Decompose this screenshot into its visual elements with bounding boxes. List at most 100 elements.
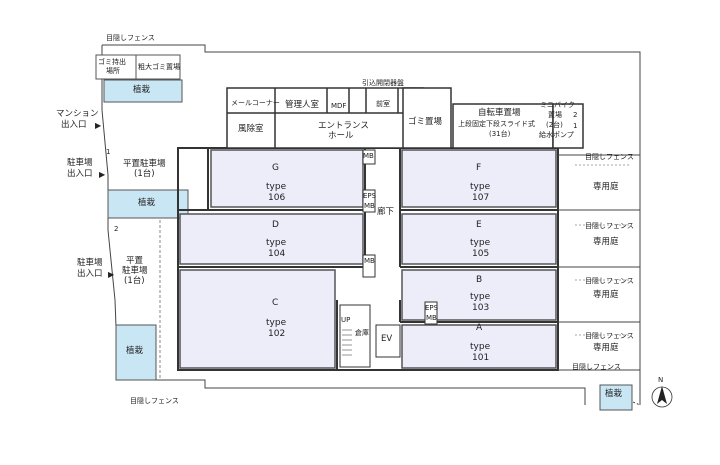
large-garbage-label: 粗大ゴミ置場 xyxy=(138,63,180,71)
planting-label-bottom: 植栽 xyxy=(126,346,144,356)
parking-flat-label-1: 平置駐車場 xyxy=(123,159,166,169)
unit-f-number: 107 xyxy=(472,193,490,203)
mansion-entrance-arrow-icon: ▶ xyxy=(95,121,102,130)
parking-number-1: 1 xyxy=(106,148,111,156)
elevator-label: EV xyxy=(381,334,393,344)
fence-label-garden-2: 目隠しフェンス xyxy=(585,222,634,230)
minibike-label-3: (2台) xyxy=(546,121,563,129)
unit-g-number: 106 xyxy=(268,193,286,203)
fence-label-garden-1: 目隠しフェンス xyxy=(585,153,634,161)
unit-e-type: type xyxy=(470,238,491,248)
storage-label: 倉庫 xyxy=(355,329,369,337)
unit-a-letter: A xyxy=(476,323,483,333)
parking-entrance-arrow-icon: ▶ xyxy=(99,170,106,179)
unit-a-number: 101 xyxy=(472,353,490,363)
planting-area-mid xyxy=(107,189,189,219)
entrance-hall-label-1: エントランス xyxy=(318,121,369,131)
planting-area-top xyxy=(103,79,183,103)
common-block xyxy=(226,87,584,149)
private-garden-label-2: 専用庭 xyxy=(593,237,619,247)
private-garden-label-4: 専用庭 xyxy=(593,343,619,353)
unit-c-number: 102 xyxy=(268,329,286,339)
mb-label-top: MB xyxy=(363,152,374,160)
parking2-entrance-label-2: 出入口 xyxy=(77,269,103,279)
entrance-hall-label-2: ホール xyxy=(328,131,354,141)
private-garden-label-3: 専用庭 xyxy=(593,290,619,300)
unit-b-number: 103 xyxy=(472,303,490,313)
large-garbage-box xyxy=(135,54,181,80)
corridor-label: 廊下 xyxy=(377,207,395,217)
parking2-label-1: 平置 xyxy=(126,256,144,266)
front-room-label: 前室 xyxy=(376,100,390,108)
minibike-label-1: ミニバイク xyxy=(540,101,575,109)
parking2-entrance-label-1: 駐車場 xyxy=(77,258,103,268)
garbage-room-label: ゴミ置場 xyxy=(408,117,443,127)
parking-entrance-label-1: 駐車場 xyxy=(67,158,93,168)
bicycle-label-1: 自転車置場 xyxy=(478,108,521,118)
unit-b-letter: B xyxy=(476,275,483,285)
fence-label-garden-4: 目隠しフェンス xyxy=(585,332,634,340)
planting-area-bottom xyxy=(115,324,157,381)
garbage-room xyxy=(402,87,452,149)
fence-label-bottom-right: 目隠しフェンス xyxy=(572,363,621,371)
parking-number-2: 2 xyxy=(114,225,119,233)
planting-label-mid: 植栽 xyxy=(138,198,156,208)
mansion-entrance-label-1: マンション xyxy=(56,109,99,119)
bicycle-label-2: 上段固定下段スライド式 xyxy=(458,120,535,128)
bicycle-label-3: (31台) xyxy=(489,130,511,138)
unit-e-number: 105 xyxy=(472,249,490,259)
garden-fences xyxy=(575,164,630,336)
mail-corner-label: メールコーナー xyxy=(231,99,280,107)
parking-flat-label-2: (1台) xyxy=(134,169,155,179)
unit-d-type: type xyxy=(266,238,287,248)
stair-up-label: UP xyxy=(341,316,351,324)
unit-e-letter: E xyxy=(476,220,482,230)
minibike-number-1: 1 xyxy=(573,122,578,130)
unit-c-type: type xyxy=(266,318,287,328)
mb-label-3: MB xyxy=(426,314,437,322)
mdf-label: MDF xyxy=(331,102,347,110)
unit-b-type: type xyxy=(470,292,491,302)
unit-d-letter: D xyxy=(272,220,279,230)
planting-area-right xyxy=(599,384,633,411)
garden-dividers xyxy=(558,154,640,371)
service-boxes xyxy=(362,149,438,325)
fence-label-garden-3: 目隠しフェンス xyxy=(585,277,634,285)
lead-in-valve-label: 引込開閉器盤 xyxy=(362,79,404,87)
elevator-box xyxy=(375,324,401,358)
planting-label-right: 植栽 xyxy=(605,389,623,399)
garbage-collect-label-1: ゴミ持出 xyxy=(98,58,126,66)
north-arrow-icon xyxy=(651,386,673,408)
mb-label-1: MB xyxy=(364,202,375,210)
minibike-label-2: 置場 xyxy=(548,111,562,119)
unit-a-type: type xyxy=(470,342,491,352)
unit-f-letter: F xyxy=(476,163,482,173)
unit-d-number: 104 xyxy=(268,249,286,259)
parking2-label-3: (1台) xyxy=(124,276,145,286)
minibike-number-2: 2 xyxy=(573,111,578,119)
parking2-label-2: 駐車場 xyxy=(122,266,148,276)
fence-label-bottom: 目隠しフェンス xyxy=(130,397,179,405)
unit-g-type: type xyxy=(266,182,287,192)
stair-core xyxy=(339,304,371,368)
unit-g-letter: G xyxy=(272,163,279,173)
private-garden-label-1: 専用庭 xyxy=(593,182,619,192)
windbreak-label: 風除室 xyxy=(238,124,264,134)
mb-label-2: MB xyxy=(364,257,375,265)
garbage-collect-box xyxy=(95,54,137,80)
planting-label-top: 植栽 xyxy=(133,85,151,95)
unit-areas xyxy=(179,149,557,369)
unit-c-letter: C xyxy=(272,298,279,308)
fence-label-top: 目隠しフェンス xyxy=(106,34,155,42)
eps-label-2: EPS xyxy=(425,304,439,312)
compass-label: N xyxy=(658,376,664,384)
manager-room-label: 管理人室 xyxy=(285,100,320,110)
parking-entrance-label-2: 出入口 xyxy=(67,169,93,179)
mansion-entrance-label-2: 出入口 xyxy=(61,120,87,130)
water-pump-label: 給水ポンプ xyxy=(539,131,574,139)
parking2-entrance-arrow-icon: ▶ xyxy=(108,270,115,279)
garbage-collect-label-2: 場所 xyxy=(106,67,120,75)
stair-treads xyxy=(342,329,352,356)
unit-f-type: type xyxy=(470,182,491,192)
